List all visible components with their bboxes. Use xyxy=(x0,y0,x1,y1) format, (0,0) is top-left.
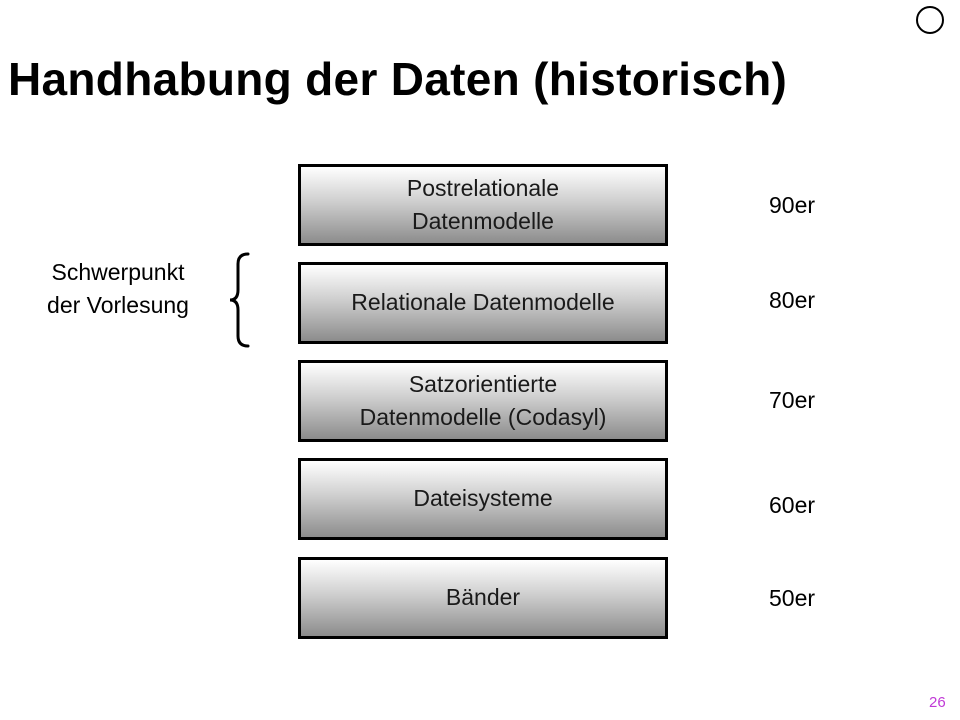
layer-box-tapes: Bänder xyxy=(298,557,668,639)
era-label-60s: 60er xyxy=(769,492,816,518)
curly-brace-icon xyxy=(229,252,250,348)
layer-box-relational: Relationale Datenmodelle xyxy=(298,262,668,344)
layer-box-file-systems: Dateisysteme xyxy=(298,458,668,540)
circle-icon xyxy=(916,6,944,34)
page-number: 26 xyxy=(929,694,946,711)
layer-box-postrelational: Postrelationale Datenmodelle xyxy=(298,164,668,246)
era-label-90s: 90er xyxy=(769,192,816,218)
slide-title: Handhabung der Daten (historisch) xyxy=(8,53,788,105)
layer-box-record-oriented: Satzorientierte Datenmodelle (Codasyl) xyxy=(298,360,668,442)
era-label-70s: 70er xyxy=(769,387,816,413)
focus-label: Schwerpunkt der Vorlesung xyxy=(47,259,189,319)
era-label-80s: 80er xyxy=(769,287,816,313)
era-label-50s: 50er xyxy=(769,585,816,611)
